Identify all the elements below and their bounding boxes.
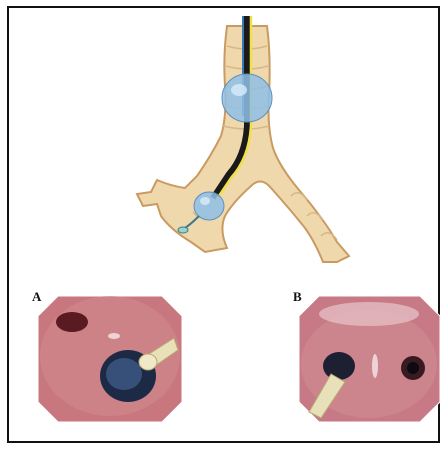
panel-label-a: A	[32, 290, 41, 303]
figure-frame: A B	[7, 6, 440, 443]
bronchial-opening	[56, 312, 88, 332]
upper-balloon	[222, 74, 272, 122]
endoscopic-view-b: B	[297, 294, 442, 424]
left-lumen	[323, 352, 355, 380]
panel-label-b: B	[293, 290, 302, 303]
bronchial-tree-illustration	[101, 16, 381, 286]
endoscopic-view-a: A	[36, 294, 184, 424]
